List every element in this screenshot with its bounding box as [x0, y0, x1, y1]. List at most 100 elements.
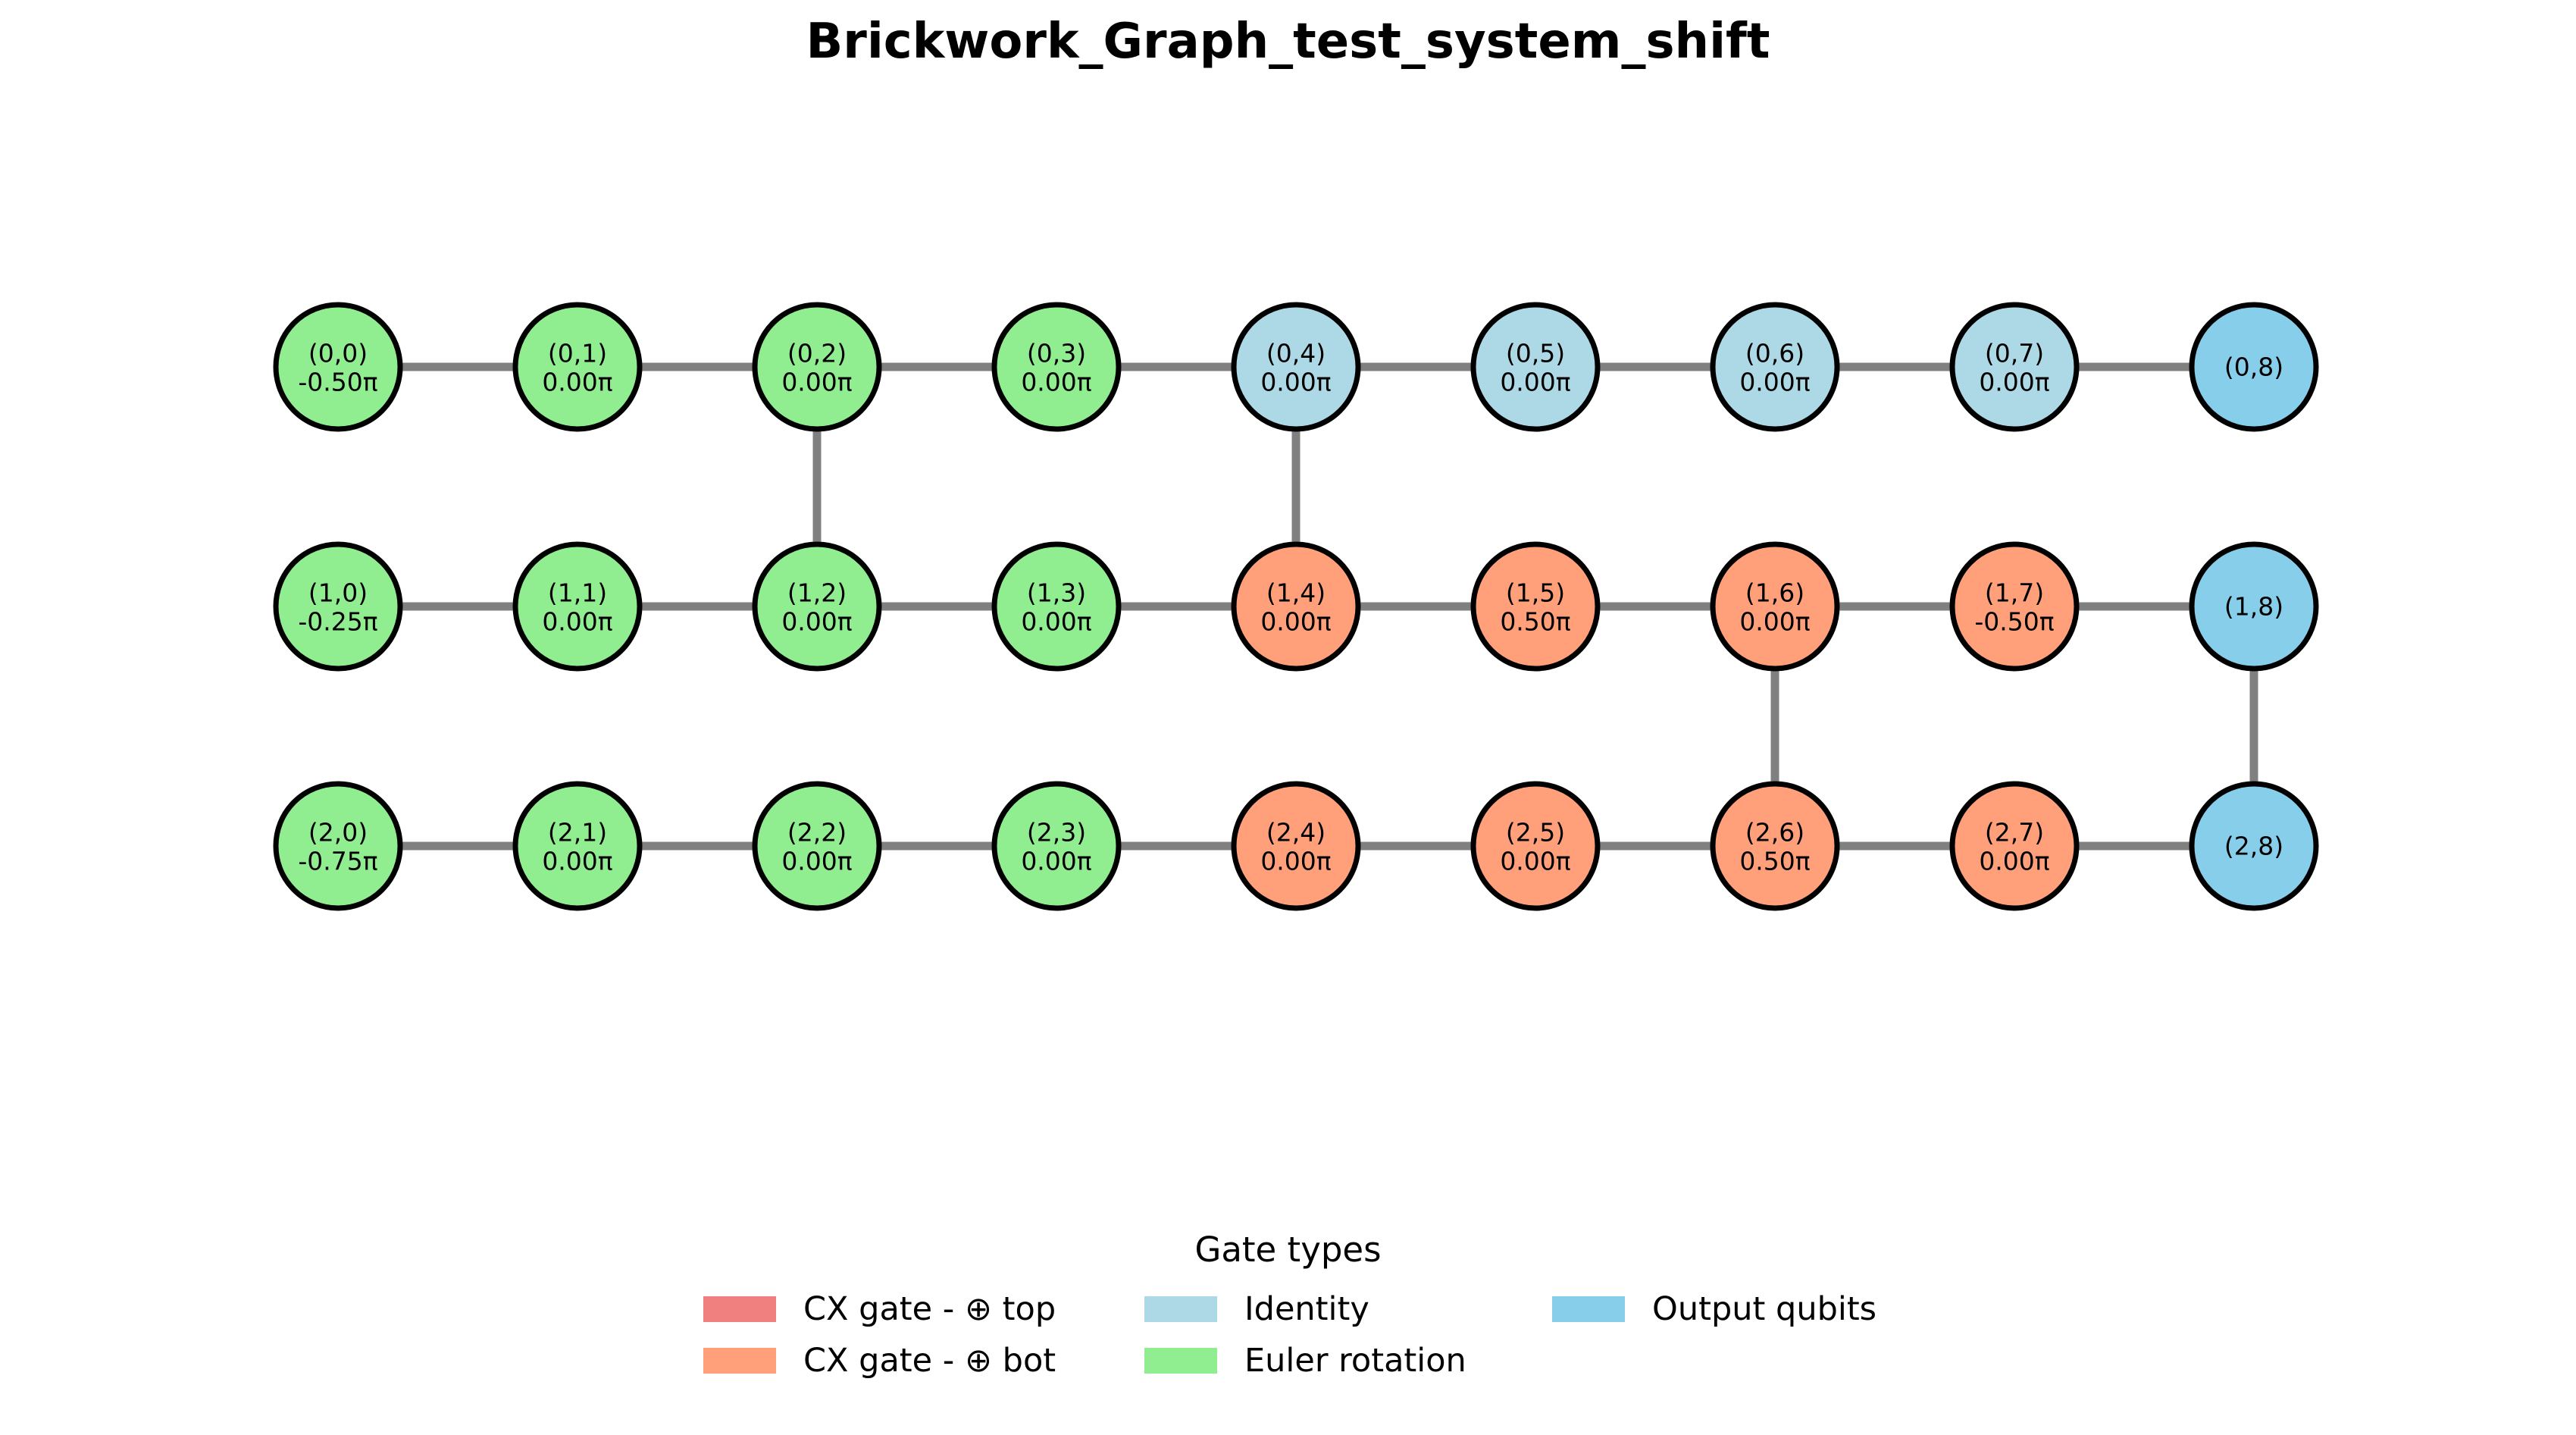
legend-swatch [1552, 1296, 1625, 1322]
node-label: (0,7) [1985, 339, 2044, 368]
node-angle: 0.00π [1979, 847, 2049, 876]
node-label: (0,4) [1266, 339, 1326, 368]
graph-node: (1,2)0.00π [752, 541, 882, 672]
graph-node: (2,3)0.00π [991, 781, 1122, 911]
node-angle: -0.75π [298, 847, 377, 876]
graph-node: (2,1)0.00π [512, 781, 643, 911]
node-label: (1,1) [548, 578, 607, 608]
node-label: (2,4) [1266, 818, 1326, 848]
graph-node: (1,7)-0.50π [1949, 541, 2080, 672]
node-circle [752, 541, 882, 672]
node-label: (2,6) [1745, 818, 1804, 848]
graph-node: (1,6)0.00π [1710, 541, 1840, 672]
node-circle [1710, 302, 1840, 432]
node-circle [273, 781, 403, 911]
node-label: (0,2) [787, 339, 847, 368]
legend-label: Output qubits [1652, 1290, 1877, 1328]
node-angle: 0.50π [1500, 607, 1570, 637]
node-circle [273, 541, 403, 672]
node-circle [991, 781, 1122, 911]
node-label: (0,0) [308, 339, 368, 368]
node-angle: 0.00π [781, 607, 852, 637]
node-angle: 0.00π [1260, 847, 1331, 876]
graph-node: (0,8) [2189, 302, 2319, 432]
node-circle [1949, 302, 2080, 432]
node-angle: 0.00π [1260, 607, 1331, 637]
graph-node: (2,7)0.00π [1949, 781, 2080, 911]
graph-node: (1,5)0.50π [1470, 541, 1601, 672]
legend-swatch [703, 1348, 776, 1374]
node-label: (1,8) [2224, 592, 2283, 622]
node-label: (2,3) [1027, 818, 1086, 848]
node-label: (2,2) [787, 818, 847, 848]
node-angle: -0.50π [298, 368, 377, 397]
node-circle [1949, 541, 2080, 672]
node-angle: 0.00π [542, 368, 612, 397]
node-label: (2,1) [548, 818, 607, 848]
legend-swatch [703, 1296, 776, 1322]
node-circle [512, 302, 643, 432]
node-angle: 0.00π [1021, 847, 1091, 876]
node-label: (1,7) [1985, 578, 2044, 608]
node-circle [2189, 302, 2319, 432]
node-label: (1,6) [1745, 578, 1804, 608]
legend-swatch [1144, 1348, 1217, 1374]
node-circle [2189, 781, 2319, 911]
node-circle [1231, 302, 1361, 432]
graph-node: (1,0)-0.25π [273, 541, 403, 672]
graph-node: (2,6)0.50π [1710, 781, 1840, 911]
graph-node: (0,3)0.00π [991, 302, 1122, 432]
graph-node: (0,6)0.00π [1710, 302, 1840, 432]
graph-node: (2,4)0.00π [1231, 781, 1361, 911]
node-angle: 0.00π [542, 607, 612, 637]
node-circle [1710, 541, 1840, 672]
graph-node: (2,2)0.00π [752, 781, 882, 911]
graph-node: (2,8) [2189, 781, 2319, 911]
graph-node: (0,1)0.00π [512, 302, 643, 432]
graph-node: (0,5)0.00π [1470, 302, 1601, 432]
node-circle [273, 302, 403, 432]
node-angle: 0.00π [1500, 368, 1570, 397]
graph-nodes: (0,0)-0.50π(0,1)0.00π(0,2)0.00π(0,3)0.00… [273, 302, 2319, 911]
node-label: (2,7) [1985, 818, 2044, 848]
node-label: (0,5) [1506, 339, 1565, 368]
node-circle [1710, 781, 1840, 911]
node-angle: 0.00π [1739, 607, 1810, 637]
node-label: (0,3) [1027, 339, 1086, 368]
node-circle [1470, 541, 1601, 672]
graph-node: (0,2)0.00π [752, 302, 882, 432]
graph-node: (1,3)0.00π [991, 541, 1122, 672]
node-angle: 0.00π [1739, 368, 1810, 397]
node-circle [1231, 541, 1361, 672]
node-angle: 0.00π [781, 847, 852, 876]
node-circle [1231, 781, 1361, 911]
legend-label: Euler rotation [1244, 1342, 1466, 1380]
node-circle [1470, 781, 1601, 911]
graph-node: (2,0)-0.75π [273, 781, 403, 911]
legend-item: Euler rotation [1144, 1342, 1466, 1380]
node-angle: 0.00π [781, 368, 852, 397]
node-label: (0,1) [548, 339, 607, 368]
node-circle [991, 302, 1122, 432]
node-label: (1,5) [1506, 578, 1565, 608]
node-circle [512, 781, 643, 911]
node-circle [991, 541, 1122, 672]
legend-swatch [1144, 1296, 1217, 1322]
node-label: (2,0) [308, 818, 368, 848]
node-circle [1470, 302, 1601, 432]
brickwork-graph: (0,0)-0.50π(0,1)0.00π(0,2)0.00π(0,3)0.00… [273, 302, 2319, 911]
graph-node: (1,4)0.00π [1231, 541, 1361, 672]
legend-item: CX gate - ⊕ top [703, 1290, 1056, 1328]
node-label: (1,2) [787, 578, 847, 608]
legend-label: Identity [1244, 1290, 1369, 1328]
legend-label: CX gate - ⊕ bot [803, 1342, 1056, 1380]
graph-node: (1,1)0.00π [512, 541, 643, 672]
legend-label: CX gate - ⊕ top [803, 1290, 1056, 1328]
node-label: (1,3) [1027, 578, 1086, 608]
node-angle: 0.00π [1021, 368, 1091, 397]
legend-item: Output qubits [1552, 1290, 1876, 1328]
legend-item: CX gate - ⊕ bot [703, 1342, 1056, 1380]
node-label: (2,8) [2224, 832, 2283, 861]
node-angle: 0.00π [1979, 368, 2049, 397]
legend-item: Identity [1144, 1290, 1369, 1328]
